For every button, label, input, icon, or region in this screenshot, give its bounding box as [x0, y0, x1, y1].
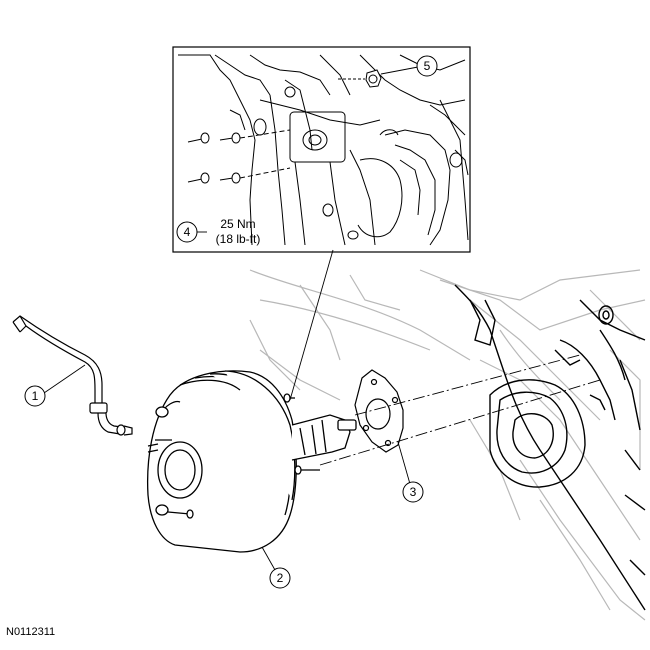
alignment-lines	[319, 354, 601, 466]
figure-id: N0112311	[6, 626, 56, 638]
callout-2-label: 2	[277, 571, 284, 585]
bolt-icon	[338, 69, 382, 88]
torque-imperial: (18 lb-ft)	[216, 232, 261, 246]
callout-5: 5	[380, 55, 438, 77]
inset-detail	[172, 46, 471, 253]
callout-5-label: 5	[424, 59, 431, 73]
nut-icon	[187, 129, 291, 184]
callout-1-label: 1	[32, 389, 39, 403]
brake-booster	[147, 370, 357, 553]
callout-3-label: 3	[410, 485, 417, 499]
callout-3: 3	[397, 441, 424, 503]
callout-4: 4 25 Nm (18 lb-ft)	[176, 217, 261, 246]
booster-gasket	[354, 369, 404, 453]
callout-4-label: 4	[184, 225, 191, 239]
body-panel-outline	[454, 284, 646, 611]
torque-metric: 25 Nm	[220, 217, 255, 231]
vacuum-hose	[12, 315, 133, 436]
callout-2: 2	[261, 546, 291, 589]
callout-1: 1	[24, 364, 86, 407]
inset-leader-line	[289, 249, 334, 401]
